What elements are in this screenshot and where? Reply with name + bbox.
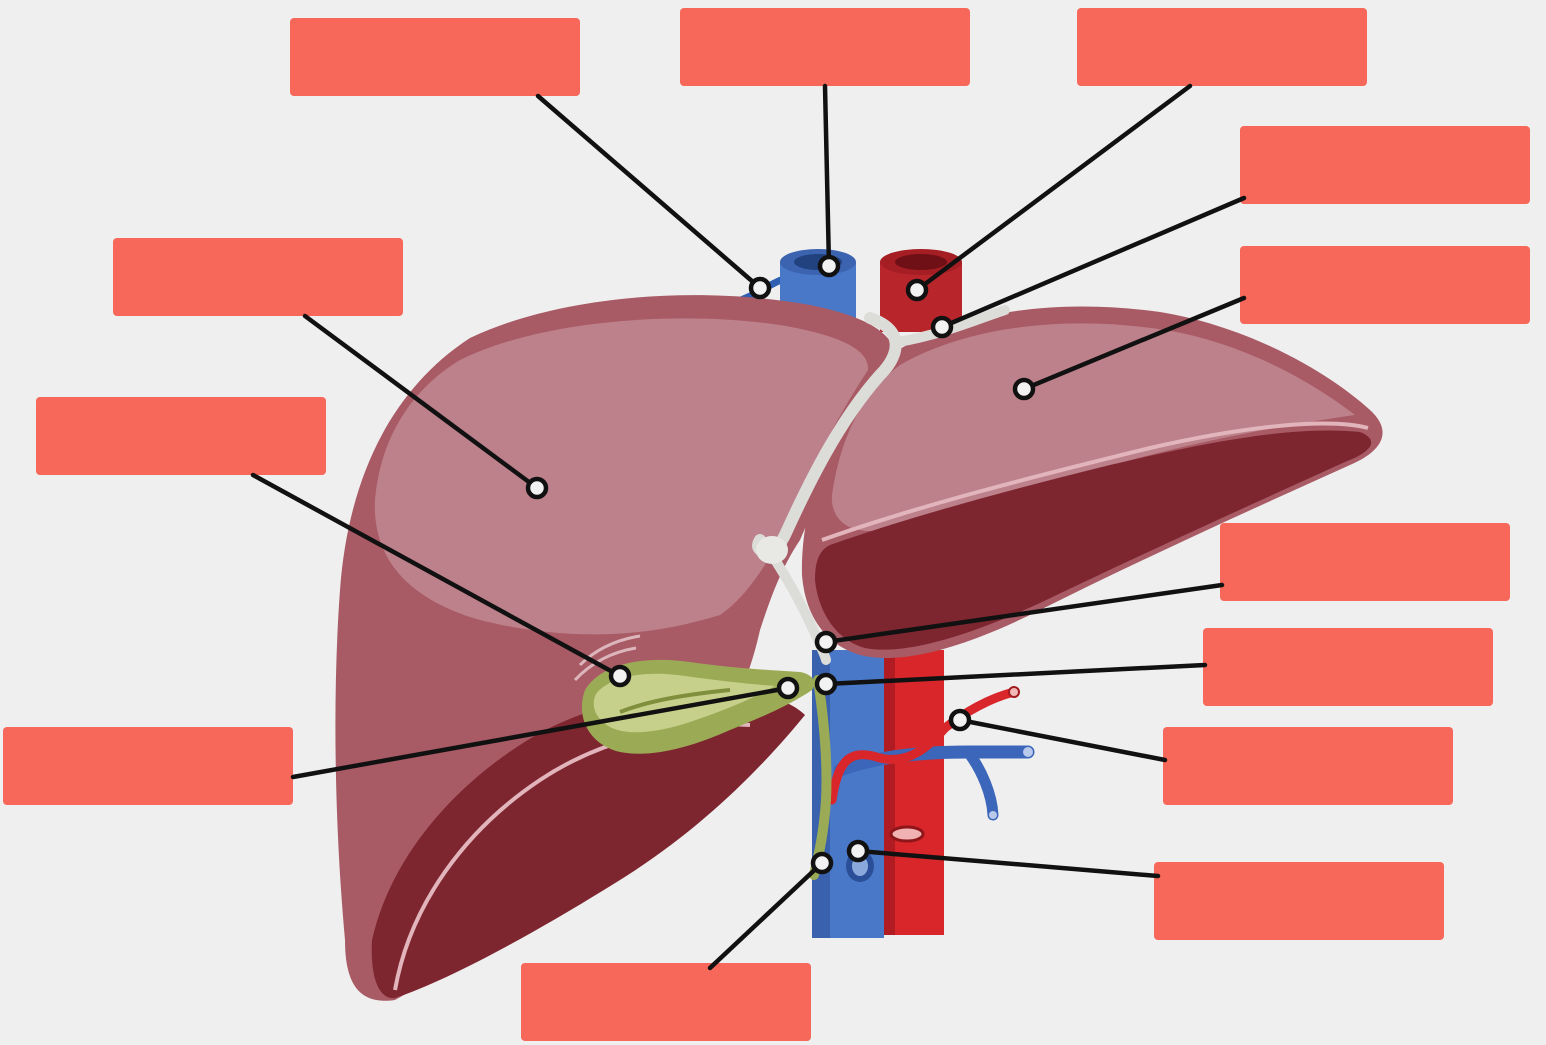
label-box-9[interactable] (1203, 628, 1493, 706)
pin-3[interactable] (908, 281, 926, 299)
pin-2[interactable] (820, 257, 838, 275)
label-box-7[interactable] (36, 397, 326, 475)
label-box-2[interactable] (680, 8, 970, 86)
label-box-10[interactable] (3, 727, 293, 805)
leader-line-3 (917, 86, 1190, 290)
pin-6[interactable] (528, 479, 546, 497)
lower-vessels (812, 650, 1033, 938)
label-box-3[interactable] (1077, 8, 1367, 86)
pin-7[interactable] (611, 667, 629, 685)
pin-1[interactable] (751, 279, 769, 297)
leader-line-13 (710, 863, 822, 968)
leader-line-1 (538, 96, 760, 288)
pin-5[interactable] (1015, 380, 1033, 398)
label-box-11[interactable] (1163, 727, 1453, 805)
pin-8[interactable] (817, 633, 835, 651)
label-box-13[interactable] (521, 963, 811, 1041)
label-box-5[interactable] (1240, 246, 1530, 324)
label-box-4[interactable] (1240, 126, 1530, 204)
label-box-6[interactable] (113, 238, 403, 316)
leader-line-2 (825, 86, 829, 266)
label-box-1[interactable] (290, 18, 580, 96)
pin-10[interactable] (779, 679, 797, 697)
round-ligament-knot (756, 536, 788, 564)
pin-12[interactable] (849, 842, 867, 860)
label-box-8[interactable] (1220, 523, 1510, 601)
pin-4[interactable] (933, 318, 951, 336)
pin-9[interactable] (817, 675, 835, 693)
label-box-12[interactable] (1154, 862, 1444, 940)
pin-11[interactable] (951, 711, 969, 729)
pin-13[interactable] (813, 854, 831, 872)
